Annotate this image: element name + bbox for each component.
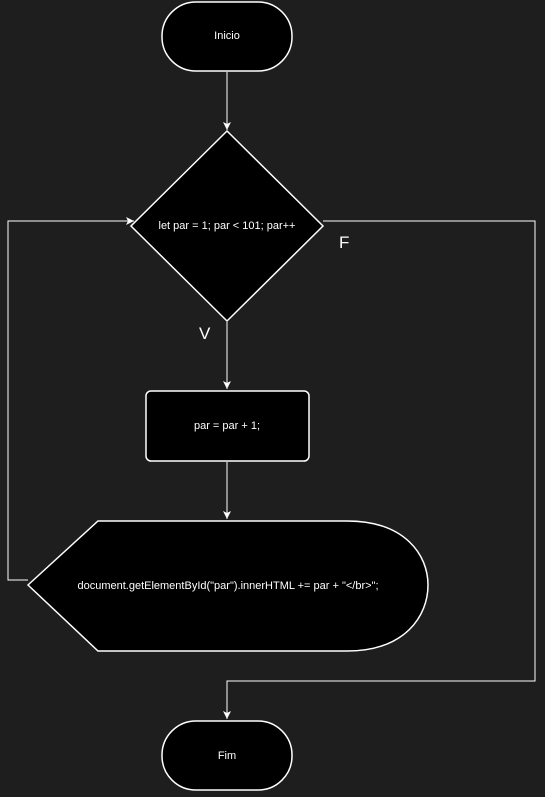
false-branch-label: F	[339, 233, 349, 252]
connector-loop-back	[7, 217, 134, 581]
process-box	[145, 390, 310, 462]
display-label: document.getElementById("par").innerHTML…	[77, 580, 378, 592]
end-label: Fim	[218, 750, 236, 762]
display-shape	[26, 520, 429, 652]
connector-false-exit	[223, 220, 536, 719]
true-branch-label: V	[199, 324, 211, 343]
condition-label: let par = 1; par < 101; par++	[159, 220, 296, 232]
condition-diamond	[129, 129, 325, 323]
start-terminator	[161, 1, 293, 72]
end-terminator	[161, 720, 293, 791]
process-label: par = par + 1;	[194, 420, 260, 432]
start-label: Inicio	[214, 30, 240, 42]
